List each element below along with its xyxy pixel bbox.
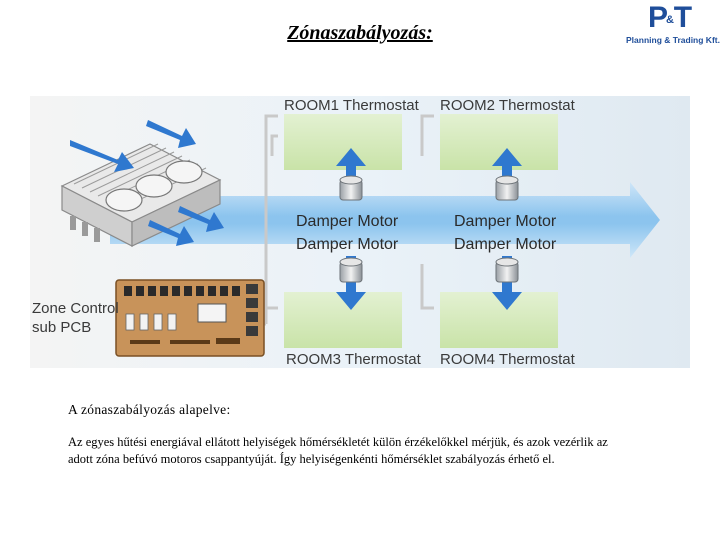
damper-motor-label-1: Damper Motor <box>296 213 399 230</box>
description-paragraph: Az egyes hűtési energiával ellátott hely… <box>68 435 608 466</box>
damper-motor-label-2: Damper Motor <box>454 213 557 230</box>
room3-label: ROOM3 Thermostat <box>286 351 422 368</box>
zone-control-pcb-icon <box>115 279 265 357</box>
damper-motor-icon-2 <box>495 175 519 201</box>
zone-control-diagram: ROOM1 Thermostat ROOM2 Thermostat ROOM3 … <box>30 96 690 368</box>
outlet-arrows <box>148 206 224 246</box>
damper-motor-icon-1 <box>339 175 363 201</box>
damper-motor-icon-4 <box>495 257 519 283</box>
arrow-up-room1 <box>336 148 366 200</box>
airflow-band <box>110 182 660 258</box>
logo-tagline: Planning & Trading Kft. <box>626 35 720 45</box>
damper-motor-icon-3 <box>339 257 363 283</box>
damper-motor-label-3: Damper Motor <box>296 236 399 253</box>
arrow-down-room3 <box>336 256 366 310</box>
room1-label: ROOM1 Thermostat <box>284 97 420 114</box>
indoor-unit-icon <box>60 143 222 247</box>
pcb-label-line2: sub PCB <box>32 319 91 336</box>
damper-motor-label-4: Damper Motor <box>454 236 557 253</box>
room4-label: ROOM4 Thermostat <box>440 351 576 368</box>
room2-label: ROOM2 Thermostat <box>440 97 576 114</box>
control-wiring <box>262 114 434 326</box>
room4-box <box>440 292 558 348</box>
logo-ampersand: & <box>666 14 674 26</box>
intake-arrows <box>70 120 196 172</box>
company-logo: P T & Planning & Trading Kft. <box>624 2 720 50</box>
arrow-up-room2 <box>492 148 522 200</box>
arrow-down-room4 <box>492 256 522 310</box>
room3-box <box>284 292 402 348</box>
page-title: Zónaszabályozás: <box>287 22 433 44</box>
logo-mark: P T <box>648 1 692 34</box>
section-heading: A zónaszabályozás alapelve: <box>68 402 231 417</box>
pcb-label-line1: Zone Control <box>32 300 119 317</box>
